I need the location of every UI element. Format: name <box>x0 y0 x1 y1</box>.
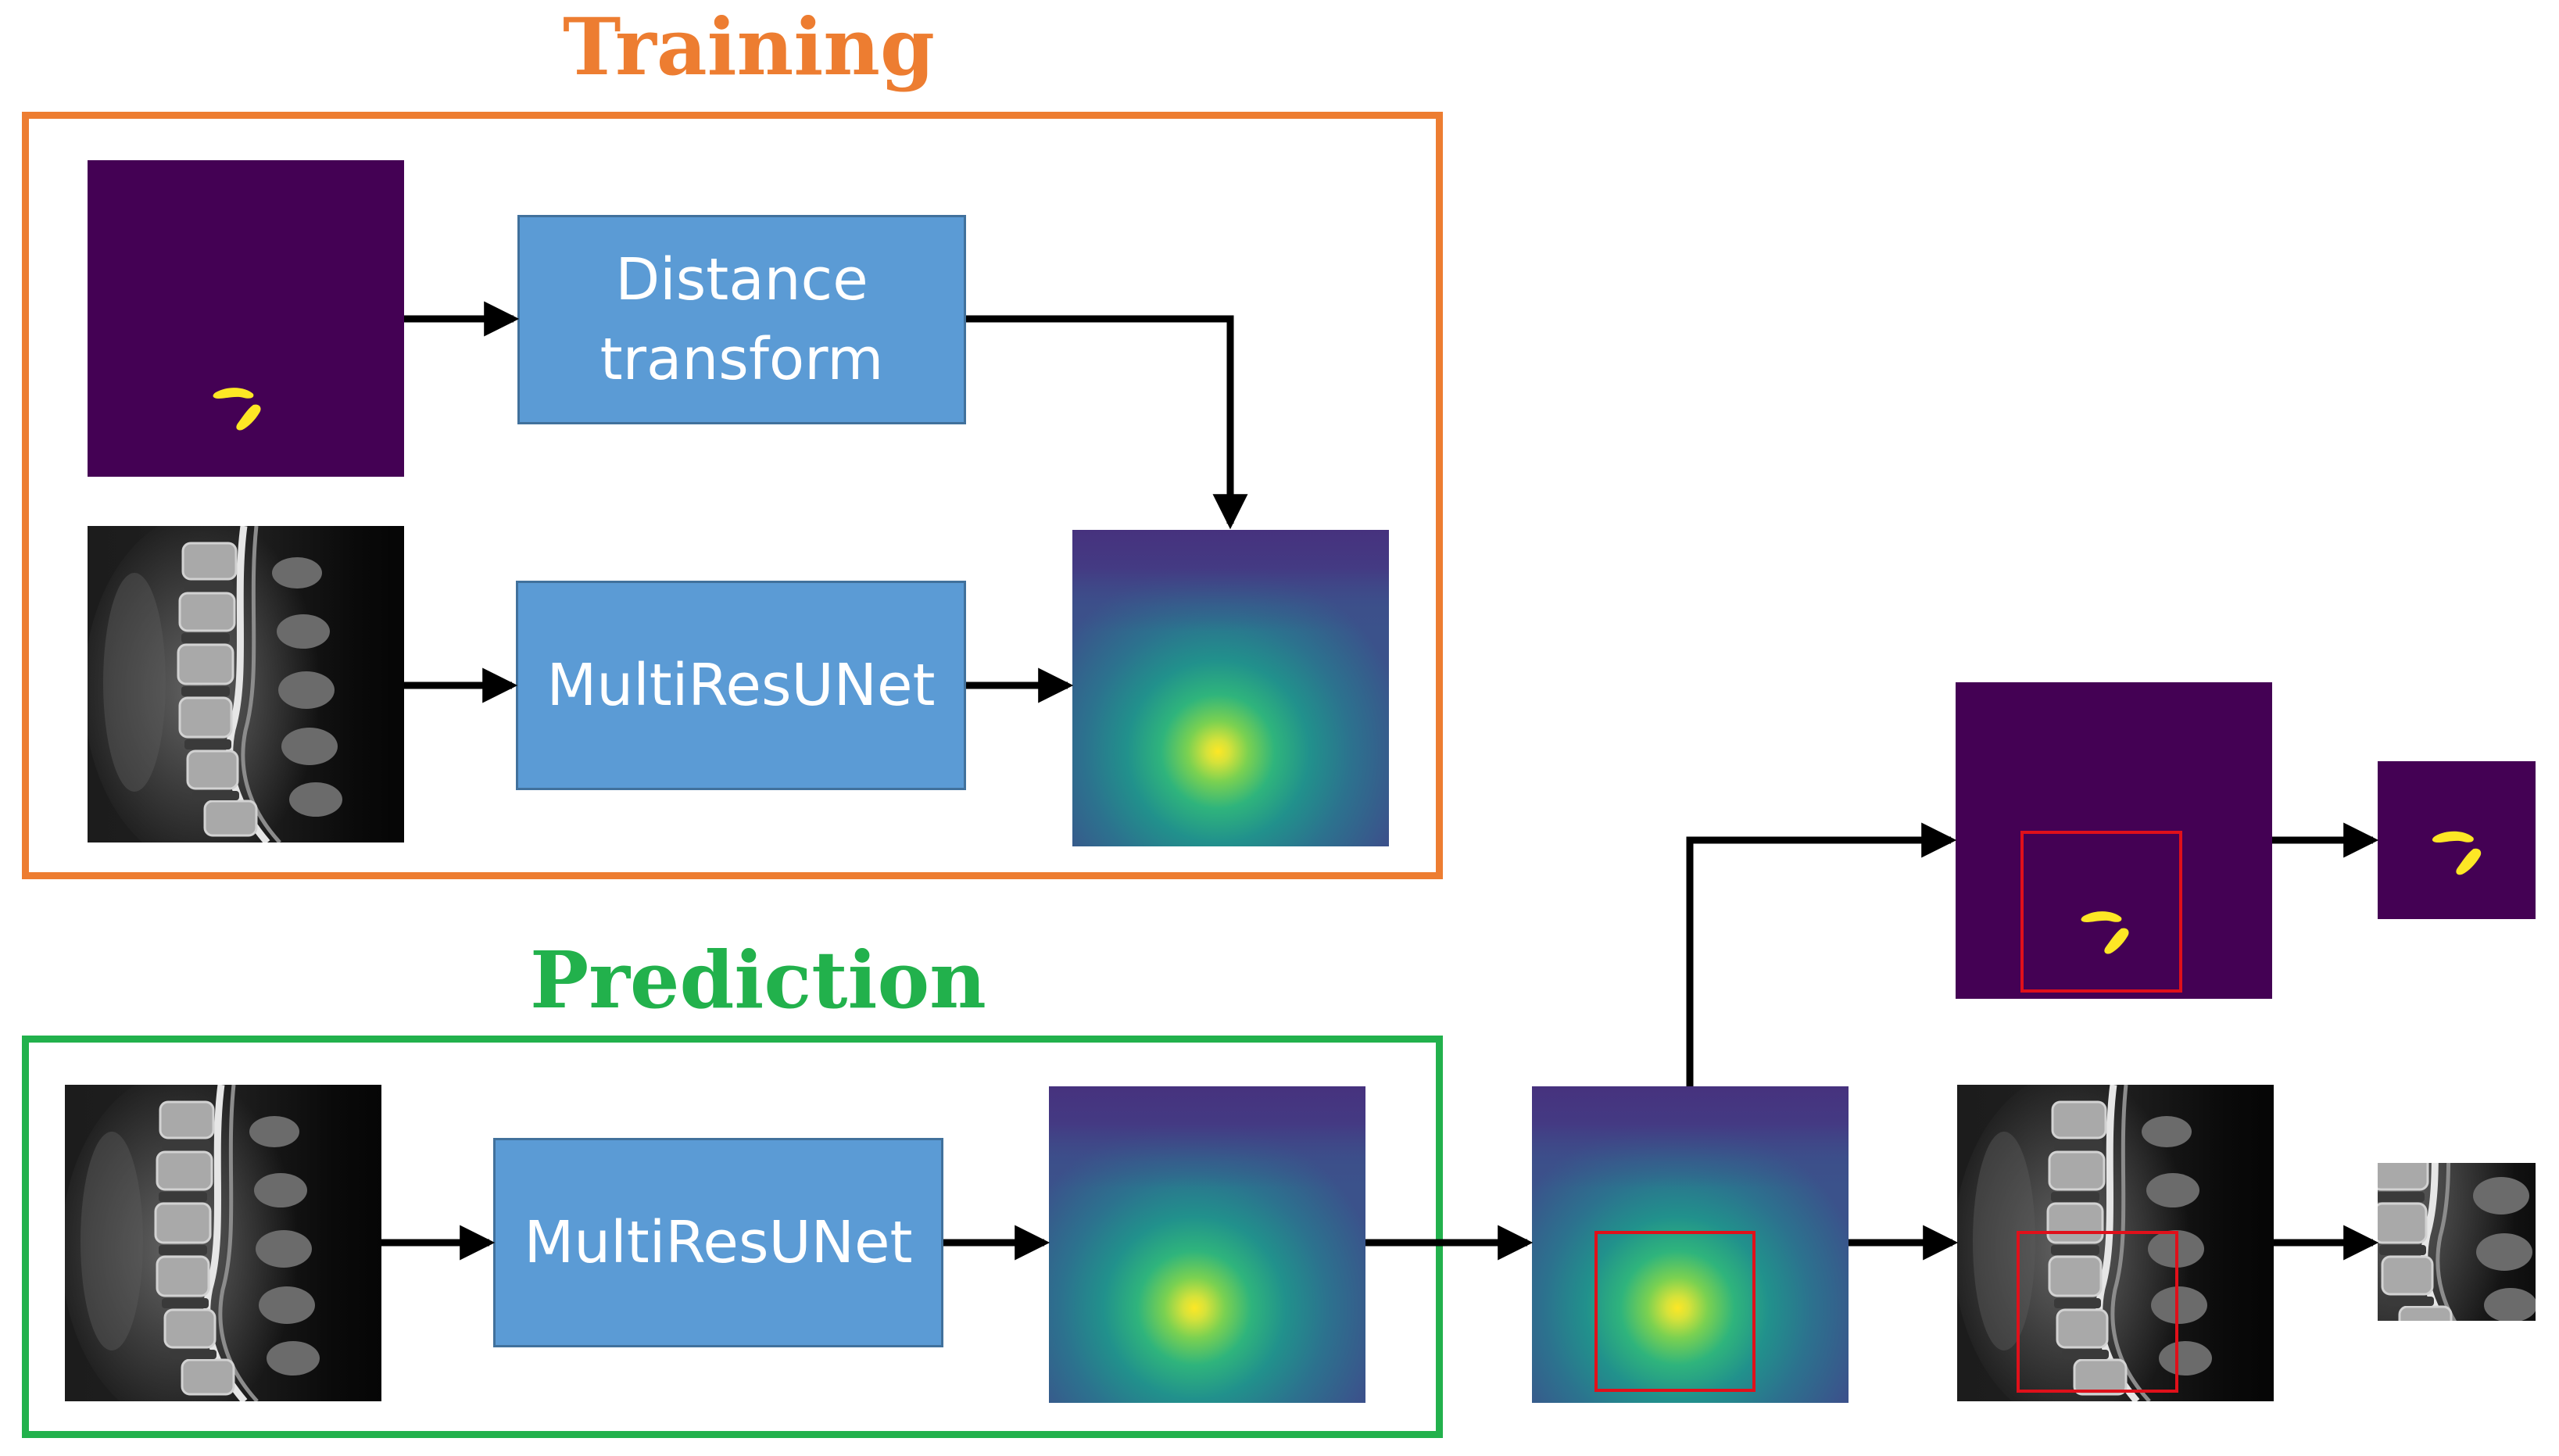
prediction-heatmap-image <box>1049 1086 1365 1403</box>
distance-transform-box: Distance transform <box>517 215 966 424</box>
training-frame <box>22 112 1443 879</box>
training-title: Training <box>563 1 935 93</box>
multiresunet-prediction-box: MultiResUNet <box>493 1138 943 1347</box>
multiresunet-prediction-label: MultiResUNet <box>524 1208 913 1276</box>
multiresunet-training-label: MultiResUNet <box>546 651 936 719</box>
heatmap-crop-box <box>1594 1231 1756 1392</box>
prediction-frame <box>22 1036 1443 1438</box>
mask-with-crop-image <box>1956 682 2272 999</box>
training-mask-image <box>88 160 404 477</box>
mri-crop-box <box>2017 1231 2178 1393</box>
training-mri-image <box>84 510 404 870</box>
prediction-mri-image <box>61 1069 381 1429</box>
multiresunet-training-box: MultiResUNet <box>516 581 966 790</box>
distance-transform-label: Distance transform <box>599 245 884 393</box>
cropped-mask-image <box>2378 761 2536 919</box>
cropped-mri-image <box>2278 1016 2559 1376</box>
training-heatmap-image <box>1072 530 1389 846</box>
mask-crop-box <box>2020 831 2182 993</box>
arrow-distance-to-heatmap <box>966 315 1248 530</box>
mri-with-crop-image <box>1953 1069 2274 1429</box>
prediction-title: Prediction <box>530 934 986 1026</box>
arrow-heatmap-to-mask <box>1686 822 1957 1086</box>
heatmap-with-crop-image <box>1532 1086 1849 1403</box>
